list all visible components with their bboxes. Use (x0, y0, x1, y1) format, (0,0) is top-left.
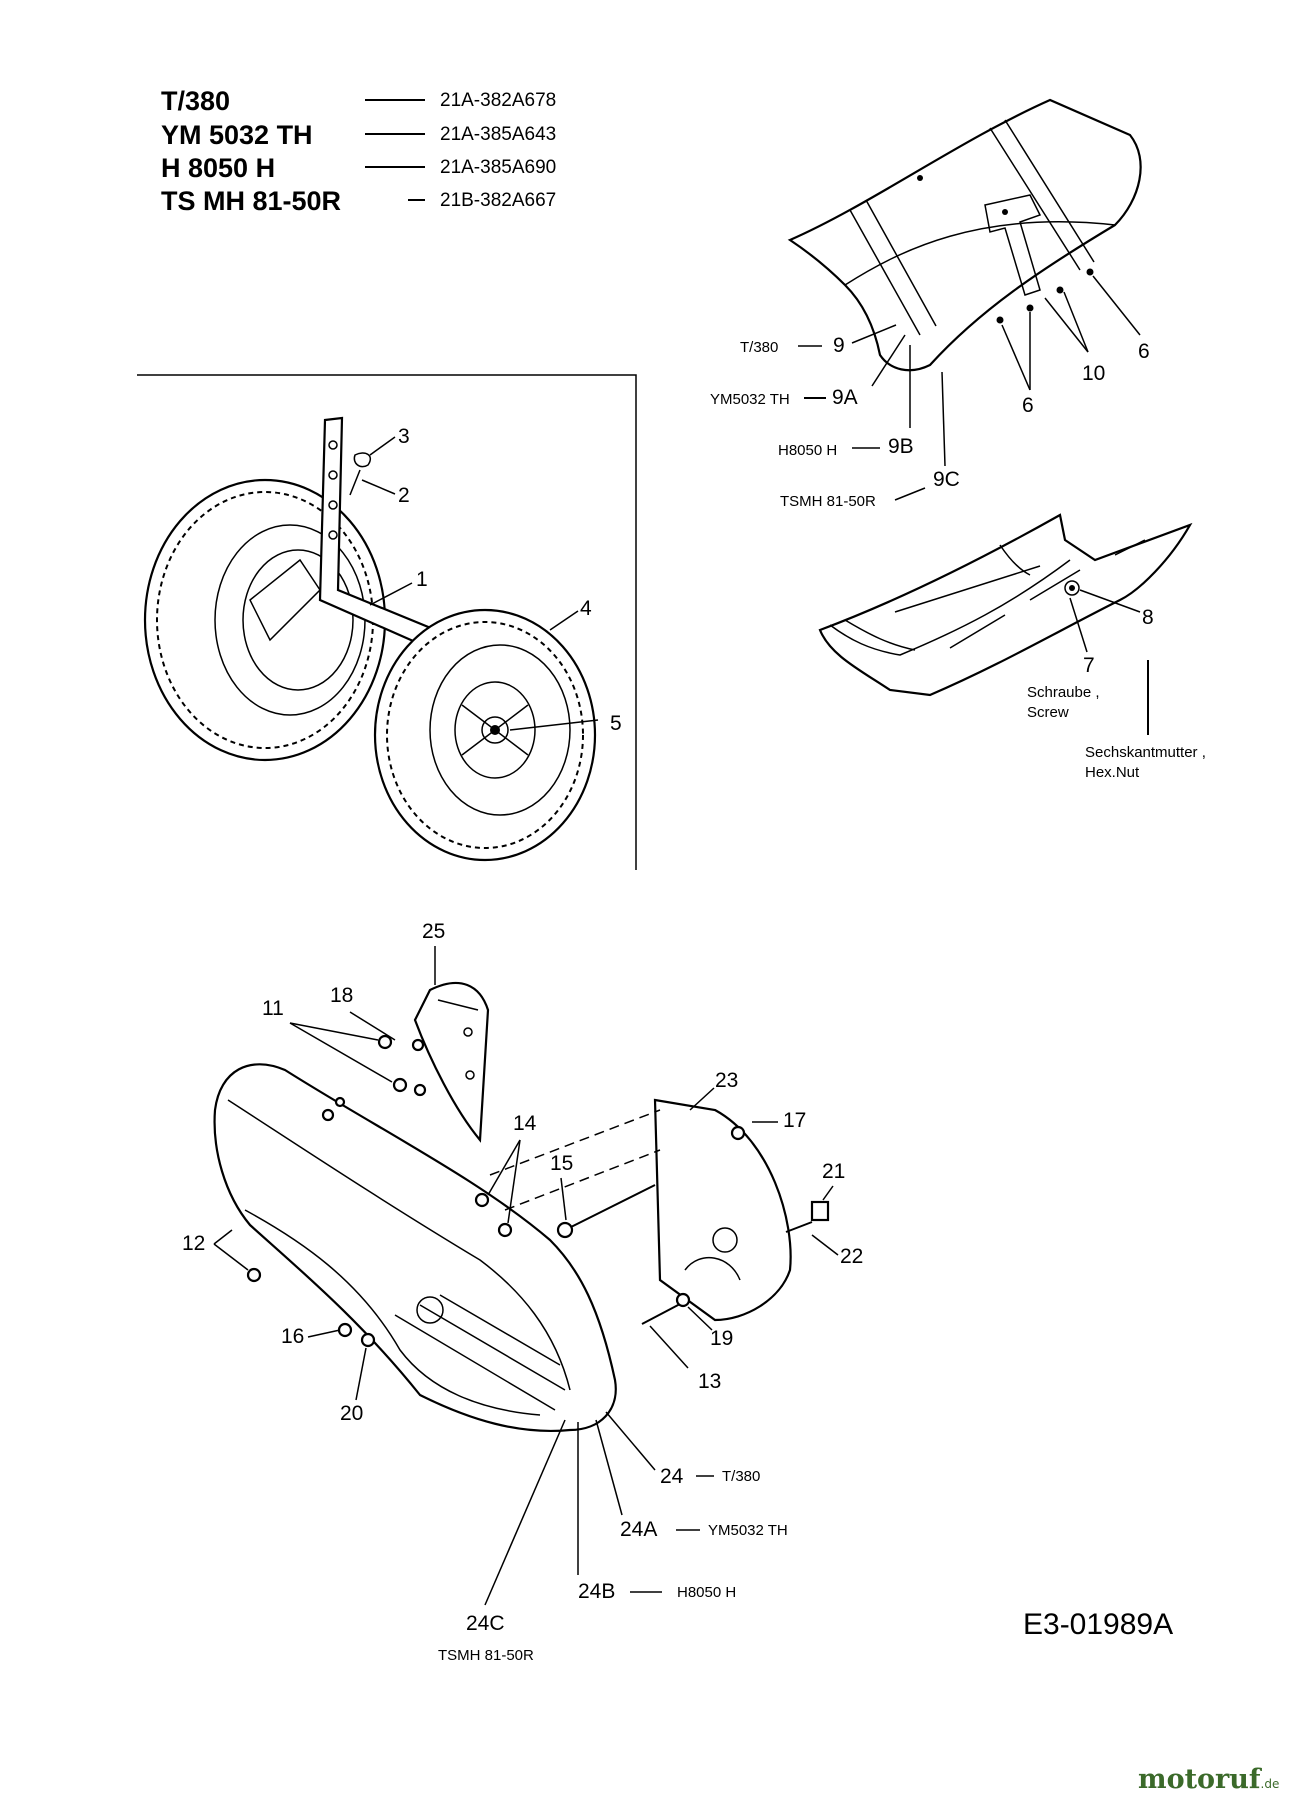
part-number: 8 (1142, 606, 1154, 629)
model-name: TS MH 81-50R (161, 186, 341, 216)
nut-label: Sechskantmutter , (1085, 744, 1206, 761)
part-number: 9 (833, 334, 845, 357)
model-list: T/380 YM 5032 TH H 8050 H TS MH 81-50R 2… (161, 86, 556, 216)
variant-label: YM5032 TH (708, 1522, 788, 1539)
model-code: 21A-382A678 (440, 90, 556, 111)
lower-shield (818, 513, 1193, 697)
section-frame (137, 374, 637, 870)
part-number: 22 (840, 1245, 863, 1268)
part-number: 18 (330, 984, 353, 1007)
part-number: 5 (610, 712, 622, 735)
part-number: 6 (1022, 394, 1034, 417)
part-number: 10 (1082, 362, 1105, 385)
watermark-brand: motoruf (1138, 1764, 1263, 1795)
part-number: 24A (620, 1518, 657, 1541)
part-number: 24 (660, 1465, 684, 1488)
part-number: 24C (466, 1612, 505, 1635)
part-number: 25 (422, 920, 445, 943)
model-code: 21A-385A643 (440, 124, 556, 145)
part-number: 23 (715, 1069, 738, 1092)
part-number: 9A (832, 386, 858, 409)
watermark-suffix: .de (1261, 1777, 1280, 1791)
screw-label: Screw (1027, 704, 1069, 721)
part-number: 19 (710, 1327, 733, 1350)
variant-label: H8050 H (677, 1584, 736, 1601)
part-number: 24B (578, 1580, 615, 1603)
part-number: 17 (783, 1109, 806, 1132)
model-name: H 8050 H (161, 153, 275, 183)
model-name: YM 5032 TH (161, 120, 313, 150)
wheel-assembly-group: 3 2 1 4 5 (137, 374, 637, 870)
nut-label: Hex.Nut (1085, 764, 1140, 781)
variant-label: H8050 H (778, 442, 837, 459)
variant-label: T/380 (722, 1468, 760, 1485)
lower-shield-group: 8 7 Schraube , Screw Sechskantmutter , H… (818, 513, 1206, 781)
model-code: 21A-385A690 (440, 157, 556, 178)
belt-cover (213, 1063, 617, 1433)
part-number: 11 (262, 997, 284, 1020)
part-number: 6 (1138, 340, 1150, 363)
variant-label: T/380 (740, 339, 778, 356)
part-number: 9B (888, 435, 914, 458)
svg-text:motoruf.de: motoruf.de (1138, 1764, 1279, 1795)
part-number: 21 (822, 1160, 845, 1183)
model-name: T/380 (161, 86, 230, 116)
drawing-number: E3-01989A (1023, 1608, 1173, 1641)
watermark: motoruf.de (1138, 1764, 1279, 1795)
part-number: 15 (550, 1152, 573, 1175)
part-number: 12 (182, 1232, 205, 1255)
part-number: 13 (698, 1370, 721, 1393)
belt-cover-group: 25 18 11 23 14 17 15 21 12 22 16 19 13 2… (182, 920, 863, 1664)
part-number: 3 (398, 425, 410, 448)
variant-label: TSMH 81-50R (780, 493, 876, 510)
part-number: 16 (281, 1325, 304, 1348)
variant-label: TSMH 81-50R (438, 1647, 534, 1664)
part-number: 1 (416, 568, 428, 591)
part-number: 9C (933, 468, 960, 491)
part-number: 14 (513, 1112, 537, 1135)
tine-shield (787, 98, 1142, 372)
screw-label: Schraube , (1027, 684, 1100, 701)
tine-shield-group: T/380 9 YM5032 TH 9A H8050 H 9B 9C TSMH … (710, 98, 1150, 510)
part-number: 20 (340, 1402, 363, 1425)
part-number: 2 (398, 484, 410, 507)
model-code: 21B-382A667 (440, 190, 556, 211)
part-number: 4 (580, 597, 592, 620)
variant-label: YM5032 TH (710, 391, 790, 408)
part-number: 7 (1083, 654, 1095, 677)
